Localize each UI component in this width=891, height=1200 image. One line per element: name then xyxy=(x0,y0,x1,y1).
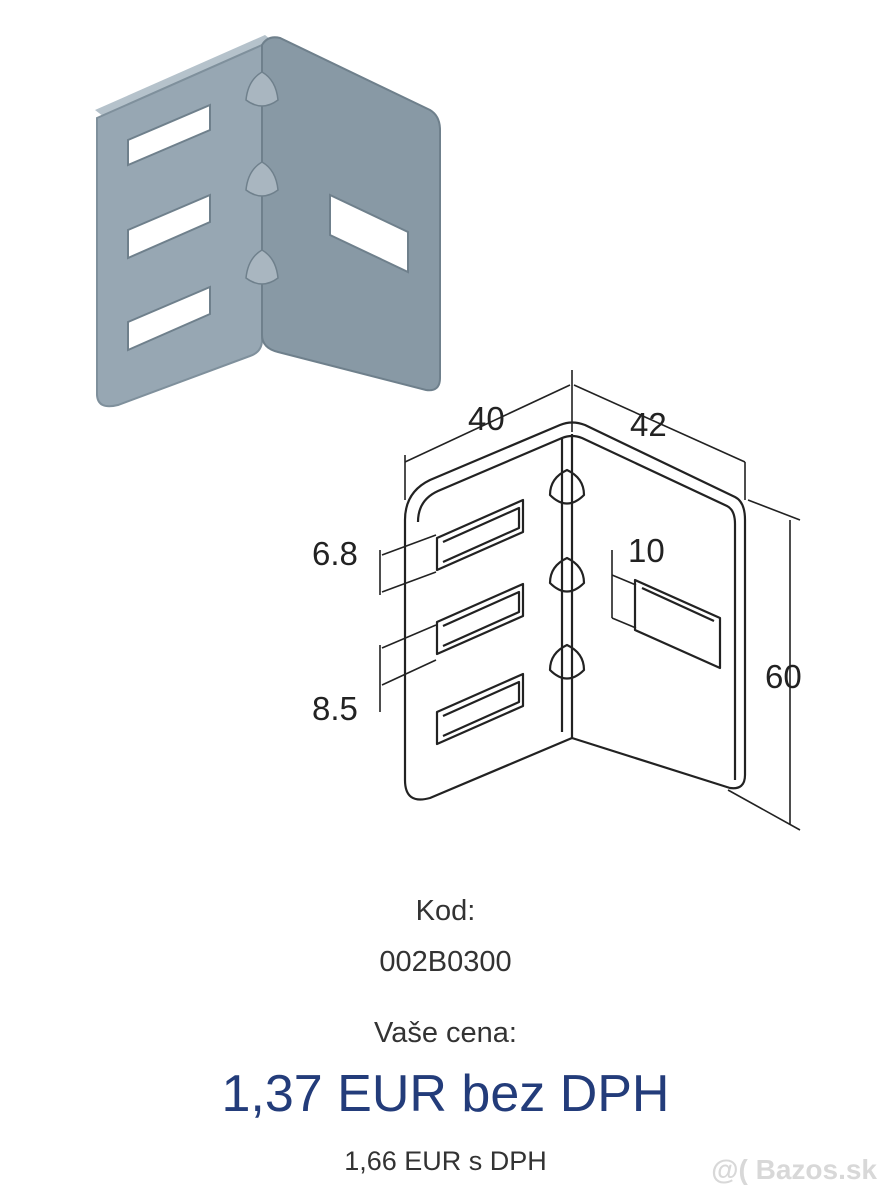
dim-slot-gap: 8.5 xyxy=(312,690,358,727)
dim-height: 60 xyxy=(765,658,802,695)
bazos-watermark: @( Bazos.sk xyxy=(711,1154,877,1185)
product-code-label: Kod: xyxy=(415,895,476,927)
price-label: Vaše cena: xyxy=(374,1017,517,1049)
dim-slot-height: 6.8 xyxy=(312,535,358,572)
product-code-value: 002B0300 xyxy=(379,946,512,978)
dim-width-left: 40 xyxy=(468,400,505,437)
dimension-labels: 40 42 6.8 8.5 10 60 xyxy=(312,400,802,727)
product-illustration: 40 42 6.8 8.5 10 60 xyxy=(95,35,802,831)
dim-width-right: 42 xyxy=(630,406,667,443)
bracket-technical-drawing xyxy=(403,421,747,801)
dim-right-slot: 10 xyxy=(628,532,665,569)
price-gross: 1,66 EUR s DPH xyxy=(344,1146,547,1176)
dimension-lines xyxy=(379,370,801,831)
bracket-3d-render xyxy=(95,35,441,408)
price-net: 1,37 EUR bez DPH xyxy=(221,1065,670,1123)
